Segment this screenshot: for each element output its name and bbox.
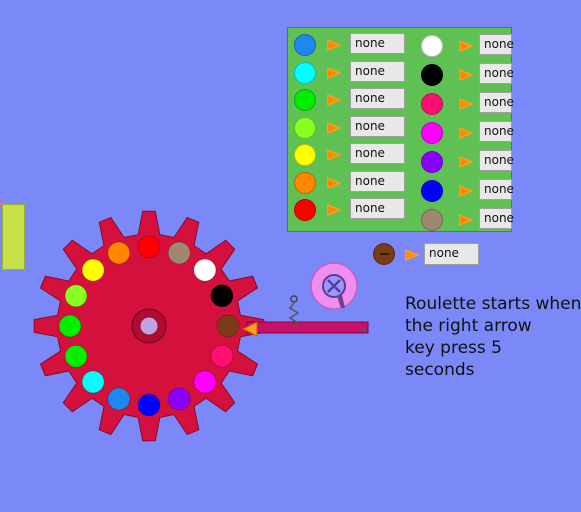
arrow-right-icon [327,176,342,189]
side-marker-icon [0,198,5,208]
wheel-color-dot [216,314,240,338]
wheel-color-dot [193,258,217,282]
wheel-color-dot [81,258,105,282]
arrow-right-icon [405,249,420,261]
legend-right-color-swatch [421,122,443,144]
legend-left-value-field: none [350,143,405,164]
legend-left-color-swatch [294,171,316,194]
instruction-text: Roulette starts when the right arrow key… [405,294,581,380]
spring-icon [288,295,300,329]
arrow-right-icon [459,69,474,81]
arrow-right-icon [459,40,474,52]
arrow-right-icon [459,98,474,110]
lever-arm[interactable] [246,321,369,334]
legend-right-value-field: none [479,150,514,171]
legend-right-value-field: none [479,179,514,200]
arrow-right-icon [327,121,342,134]
extra-value-field: none [424,243,479,265]
legend-right-color-swatch [421,180,443,202]
roulette-color-dots [58,235,240,417]
wheel-color-dot [58,314,82,338]
legend-left-value-field: none [350,198,405,219]
wheel-color-dot [81,370,105,394]
legend-right-color-swatch [421,35,443,57]
wheel-color-dot [137,235,161,259]
wheel-color-dot [167,241,191,265]
legend-left-value-field: none [350,88,405,109]
legend-left-value-field: none [350,33,405,54]
arrow-right-icon [459,127,474,139]
legend-right-color-swatch [421,64,443,86]
legend-right-value-field: none [479,208,514,229]
legend-right-color-swatch [421,209,443,231]
arrow-right-icon [459,214,474,226]
legend-left-color-swatch [294,61,316,84]
legend-right-color-swatch [421,151,443,173]
legend-left-color-swatch [294,34,316,56]
pointer-arrow-icon [241,321,258,337]
arrow-right-icon [459,156,474,168]
brown-color-swatch [373,243,395,265]
wheel-color-dot [107,387,131,411]
legend-right-value-field: none [479,63,514,84]
arrow-right-icon [327,149,342,161]
wheel-color-dot [210,344,234,368]
arrow-right-icon [327,39,342,51]
wheel-color-dot [167,387,191,411]
legend-right-value-field: none [479,92,514,113]
wheel-color-dot [137,393,161,417]
legend-left-color-swatch [294,199,316,221]
game-stage [0,198,369,442]
legend-left-value-field: none [350,60,405,82]
arrow-right-icon [327,66,342,79]
legend-left-color-swatch [294,144,316,166]
legend-right-value-field: none [479,121,514,142]
legend-left-color-swatch [294,89,316,111]
wheel-color-dot [64,284,88,308]
close-knob-icon[interactable] [310,262,358,310]
arrow-right-icon [327,204,342,216]
wheel-color-dot [193,370,217,394]
legend-right-color-swatch [421,93,443,115]
legend-left-color-swatch [294,116,316,139]
wheel-color-dot [210,284,234,308]
arrow-right-icon [327,94,342,106]
wheel-color-dot [107,241,131,265]
legend-left-value-field: none [350,115,405,137]
arrow-right-icon [459,185,474,197]
legend-left-value-field: none [350,170,405,192]
wheel-color-dot [64,344,88,368]
legend-right-value-field: none [479,34,514,55]
sidebar-handle[interactable] [2,204,25,270]
gear-hub [131,308,167,344]
